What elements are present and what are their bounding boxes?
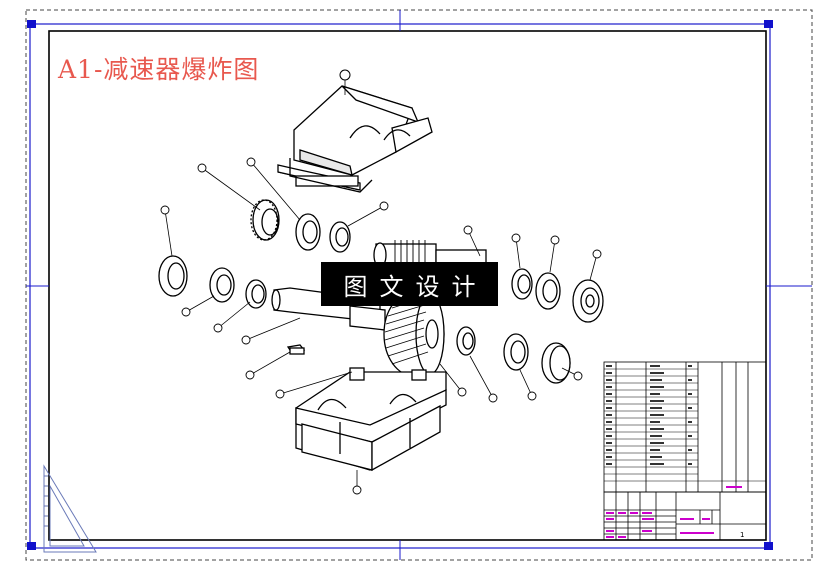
bearing-right-1 [511,268,533,300]
title-block-magenta-fields [606,486,742,538]
large-gear [383,291,445,377]
drawing-title: A1-减速器爆炸图 [58,55,260,84]
callout-leaders [164,161,598,488]
bearing-end-cap-left [158,255,188,297]
bearing-end-cap-lower [541,342,571,384]
bearing-lower-1 [456,326,476,356]
bearing-top-1 [295,213,321,251]
part-callouts [160,157,602,495]
part-callout [339,69,351,81]
bearing-end-cap-right [572,279,604,323]
bearing-left [209,267,235,303]
watermark-label: 图文设计 [321,262,498,306]
shaft-sleeve-top [329,221,351,253]
triangle-ruler-icon [43,464,97,553]
title-block [603,491,767,541]
sheet-number: 1 [740,531,744,539]
flat-key [286,344,306,355]
upper-housing-cover [277,85,433,193]
parts-list-entries [606,365,692,465]
shaft-sleeve-left [245,279,267,309]
bearing-end-cap-left-top [250,199,280,241]
corner-marks [27,20,773,550]
lower-housing-base [295,367,447,472]
bearing-lower-2 [503,333,529,371]
bearing-right-2 [535,272,561,310]
parts-list-table [603,361,767,493]
sheet-boundary [25,9,813,561]
centering-marks [26,10,812,560]
